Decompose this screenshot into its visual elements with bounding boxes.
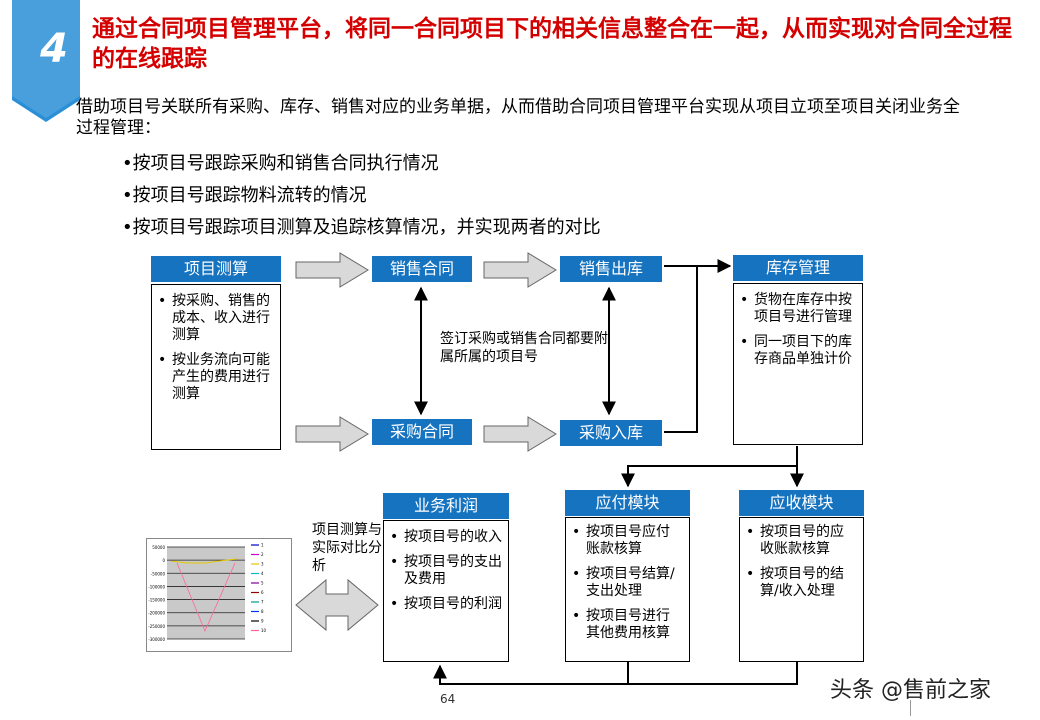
mini-chart-tick-label: -100000: [148, 584, 165, 589]
mini-chart-legend-label: 9: [261, 619, 264, 624]
mini-chart-legend-label: 8: [261, 609, 264, 614]
intro-text: 借助项目号关联所有采购、库存、销售对应的业务单据，从而借助合同项目管理平台实现从…: [76, 97, 960, 138]
payable-item: 按项目号结算/支出处理: [572, 566, 683, 600]
mini-chart-legend-label: 6: [261, 590, 264, 595]
mini-chart-legend-label: 5: [261, 581, 264, 586]
receivable-item: 按项目号的应收账款核算: [746, 524, 857, 558]
mini-chart-series-line: [176, 562, 236, 633]
mini-chart-tick-label: -250000: [148, 624, 165, 629]
mini-chart-svg: 50000 0 -50000 -100000 -150000 -200000 -250000…: [148, 543, 267, 643]
sales-outbound-node: 销售出库: [560, 256, 662, 282]
watermark: 头条 @售前之家: [830, 678, 991, 703]
compare-note: 项目测算与实际对比分析: [312, 522, 382, 574]
mini-chart-legend-label: 10: [261, 628, 267, 633]
mini-chart-tick-label: 0: [162, 558, 165, 563]
mini-chart-tick-label: -200000: [148, 611, 165, 616]
profit-item: 按项目号的利润: [390, 596, 502, 613]
inventory-box: 货物在库存中按项目号进行管理 同一项目下的库存商品单独计价: [733, 283, 863, 445]
bullet-item: 按项目号跟踪采购和销售合同执行情况: [122, 148, 601, 180]
payable-box: 按项目号应付账款核算 按项目号结算/支出处理 按项目号进行其他费用核算: [565, 517, 690, 662]
payable-header: 应付模块: [565, 490, 690, 516]
badge-shape: [12, 0, 80, 122]
mini-chart-legend-label: 7: [261, 600, 264, 605]
mini-chart-tick-label: -50000: [151, 571, 166, 576]
mini-chart-plot-area: [167, 547, 245, 639]
bullet-item: 按项目号跟踪物料流转的情况: [122, 180, 601, 212]
mini-chart-legend-label: 4: [261, 571, 264, 576]
profit-item: 按项目号的支出及费用: [390, 554, 502, 588]
receivable-header: 应收模块: [739, 490, 864, 516]
purchase-inbound-node: 采购入库: [560, 420, 662, 446]
mini-chart-series-line: [170, 558, 238, 564]
payable-item: 按项目号进行其他费用核算: [572, 608, 683, 642]
receivable-item: 按项目号的结算/收入处理: [746, 566, 857, 600]
block-arrow: [295, 252, 557, 632]
slide-title: 通过合同项目管理平台，将同一合同项目下的相关信息整合在一起，从而实现对合同全过程…: [92, 16, 1012, 72]
mini-chart-legend-label: 1: [261, 543, 264, 548]
slide-number: 4: [40, 26, 68, 72]
contract-note: 签订采购或销售合同都要附属所属的项目号: [440, 331, 608, 365]
estimate-item: 按采购、销售的成本、收入进行测算: [158, 293, 272, 344]
mini-chart-thumbnail: 50000 0 -50000 -100000 -150000 -200000 -250000…: [146, 538, 292, 652]
mini-chart-legend-label: 2: [261, 552, 264, 557]
receivable-box: 按项目号的应收账款核算 按项目号的结算/收入处理: [739, 517, 864, 662]
inventory-item: 货物在库存中按项目号进行管理: [740, 292, 856, 326]
purchase-contract-node: 采购合同: [372, 419, 472, 445]
profit-item: 按项目号的收入: [390, 529, 502, 546]
mini-chart-tick-label: 50000: [152, 545, 165, 550]
mini-chart-tick-label: -300000: [148, 637, 165, 642]
bullet-list: 按项目号跟踪采购和销售合同执行情况 按项目号跟踪物料流转的情况 按项目号跟踪项目…: [122, 148, 601, 244]
watermark-divider: [910, 700, 911, 716]
mini-chart-tick-label: -150000: [148, 598, 165, 603]
profit-header: 业务利润: [383, 493, 509, 519]
profit-box: 按项目号的收入 按项目号的支出及费用 按项目号的利润: [383, 520, 509, 662]
estimate-item: 按业务流向可能产生的费用进行测算: [158, 352, 272, 403]
mini-chart-legend-label: 3: [261, 562, 264, 567]
payable-item: 按项目号应付账款核算: [572, 524, 683, 558]
page-number: 64: [440, 692, 456, 706]
estimate-box: 按采购、销售的成本、收入进行测算 按业务流向可能产生的费用进行测算: [151, 284, 281, 450]
inventory-header: 库存管理: [733, 255, 863, 281]
estimate-header: 项目测算: [151, 256, 281, 282]
inventory-item: 同一项目下的库存商品单独计价: [740, 334, 856, 368]
sales-contract-node: 销售合同: [372, 256, 472, 282]
bullet-item: 按项目号跟踪项目测算及追踪核算情况，并实现两者的对比: [122, 212, 601, 244]
